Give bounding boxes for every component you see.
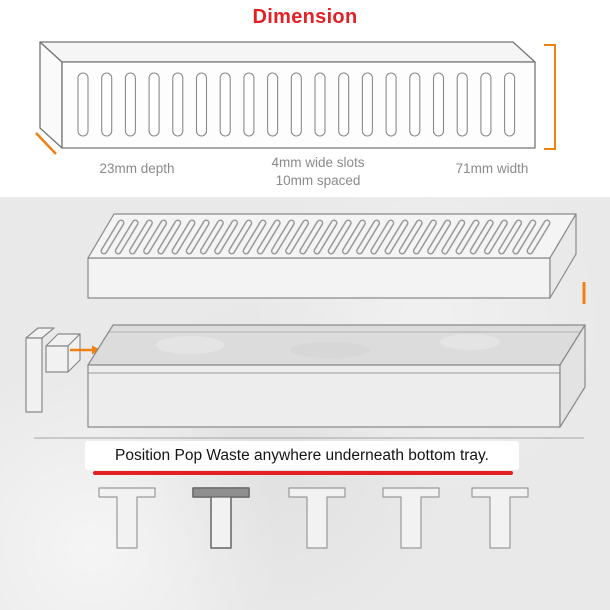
note-text: Position Pop Waste anywhere underneath b…: [115, 446, 489, 464]
note-underline: [93, 471, 513, 475]
slot-spacing-label: 10mm spaced: [275, 173, 361, 188]
slot-width-label: 4mm wide slots: [271, 155, 365, 170]
grate-3d-drawing: [39, 41, 536, 149]
depth-dimension-line: [35, 132, 57, 155]
grate-slots: [77, 72, 516, 137]
section-title: Dimension: [252, 6, 358, 28]
depth-label: 23mm depth: [99, 161, 175, 176]
assembly-panel-background: [0, 197, 610, 610]
note-band: Position Pop Waste anywhere underneath b…: [85, 441, 519, 470]
width-dimension-bracket: [544, 44, 556, 150]
width-label: 71mm width: [455, 161, 529, 176]
